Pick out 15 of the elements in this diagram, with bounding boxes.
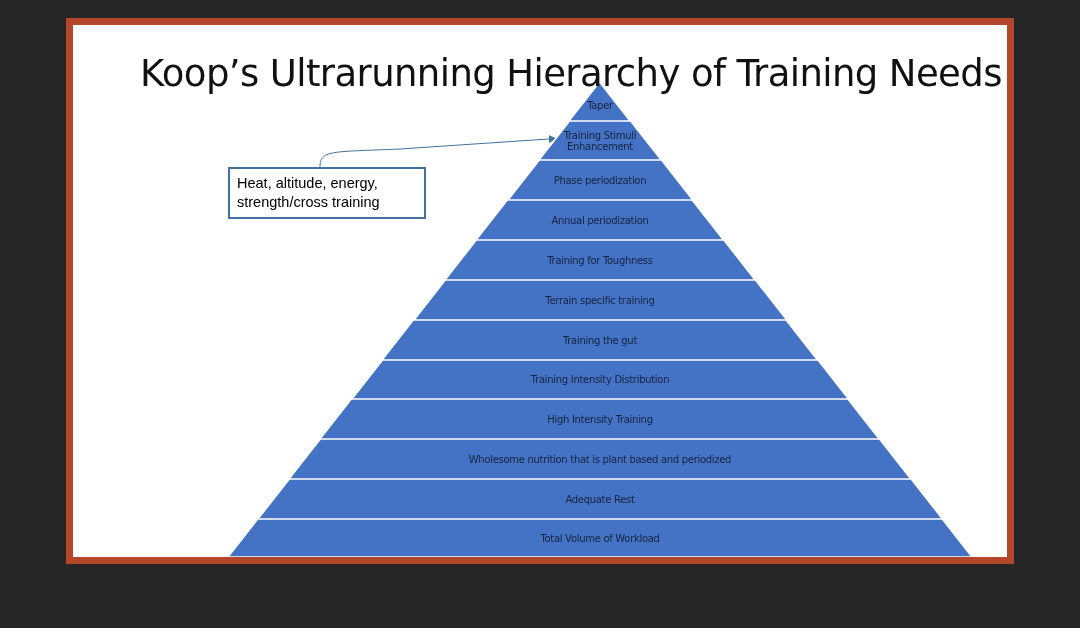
tier-label: High Intensity Training <box>547 413 653 425</box>
tier-label: Terrain specific training <box>545 294 655 306</box>
tier-label: Wholesome nutrition that is plant based and periodized <box>468 453 732 465</box>
tier-label: Annual periodization <box>551 214 649 226</box>
tier-label: Phase periodization <box>553 174 647 186</box>
tier-label: Taper <box>587 100 613 111</box>
tier-label: Total Volume of Workload <box>540 532 660 544</box>
tier-label: Training Stimuli Enhancement <box>563 129 637 152</box>
tier-label: Adequate Rest <box>565 493 635 505</box>
tier-label: Training the gut <box>562 334 637 346</box>
callout-box: Heat, altitude, energy, strength/cross training <box>228 167 426 219</box>
tier-label: Training for Toughness <box>547 254 653 266</box>
tier-label: Training Intensity Distribution <box>530 374 670 385</box>
callout-arrow <box>319 135 557 168</box>
slide-title: Koop’s Ultrarunning Hierarchy of Training Needs <box>140 52 1002 95</box>
